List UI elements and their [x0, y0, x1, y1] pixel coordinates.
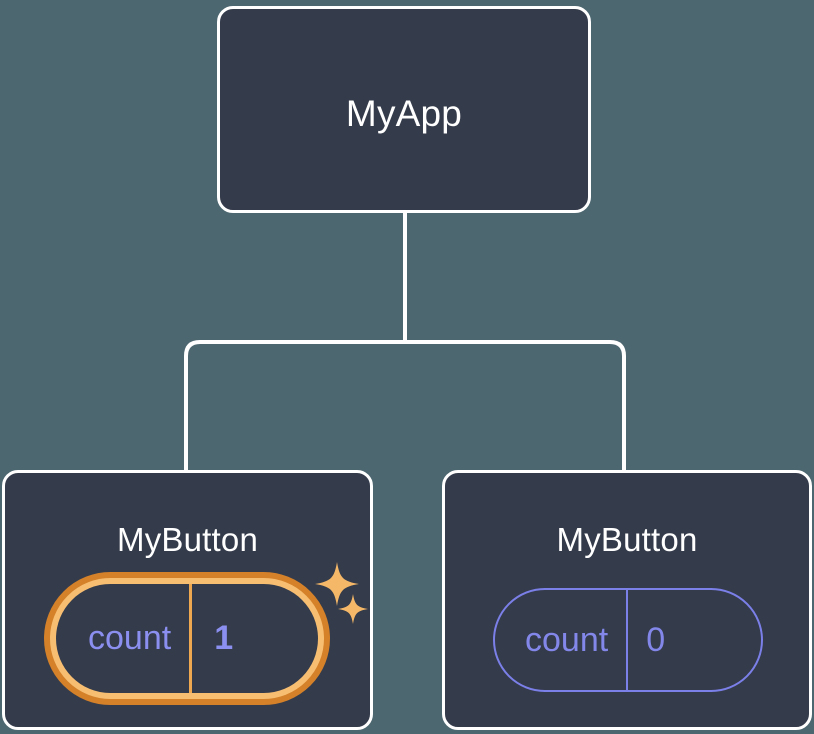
node-mybutton-left-title: MyButton	[117, 521, 258, 558]
state-pill-value-left: 1	[214, 619, 234, 657]
state-pill-inner: count 1	[56, 584, 318, 693]
state-pill-count-highlighted[interactable]: count 1	[44, 572, 330, 705]
state-pill-count-plain[interactable]: count 0	[493, 588, 763, 692]
connector-branch-left	[184, 340, 405, 470]
state-pill-value-right: 0	[646, 620, 666, 659]
connector-branch-right	[405, 340, 626, 470]
node-myapp-title: MyApp	[345, 93, 463, 134]
state-pill-key-left: count	[56, 584, 193, 693]
state-pill-key-right: count	[495, 590, 629, 690]
node-myapp[interactable]: MyApp	[217, 6, 591, 213]
node-mybutton-right-title: MyButton	[556, 521, 698, 558]
